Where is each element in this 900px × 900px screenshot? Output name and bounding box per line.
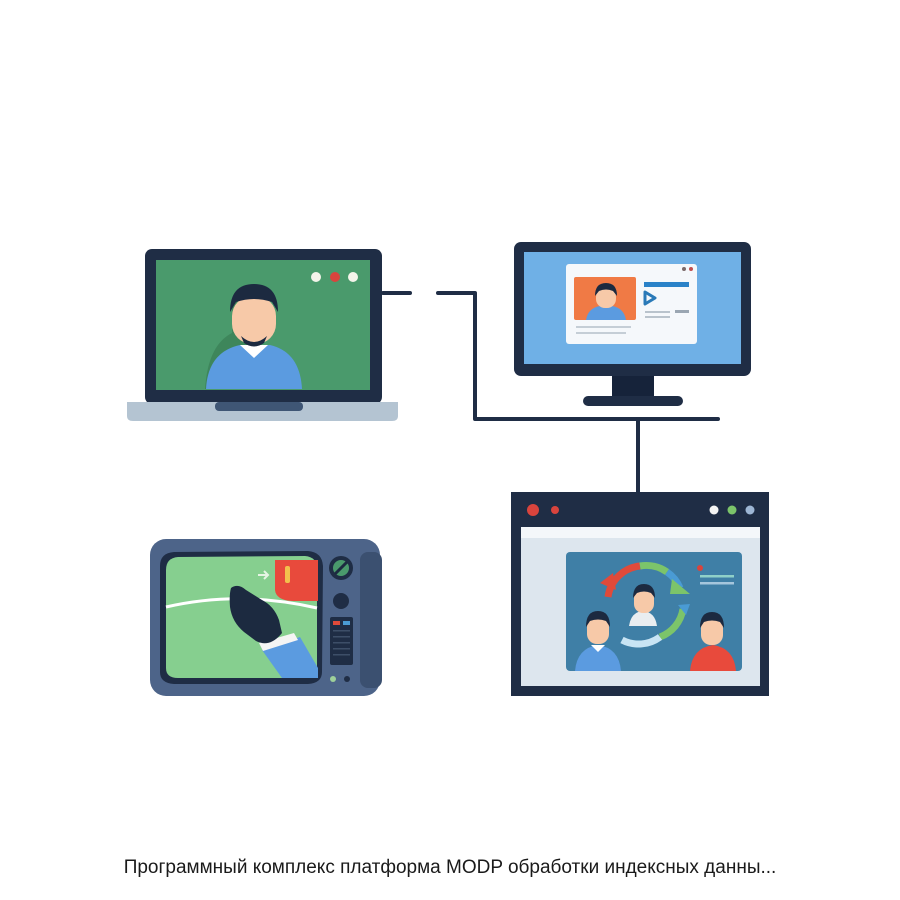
person-avatar-icon (206, 345, 302, 389)
dot-white-icon (348, 272, 358, 282)
diagram-caption: Программный комплекс платформа MODP обра… (123, 857, 777, 878)
person-avatar-icon (575, 645, 621, 671)
dot-red-icon (330, 272, 340, 282)
dot-blue-icon (745, 505, 755, 515)
person-avatar-icon (690, 645, 736, 671)
dot-red-icon (527, 504, 539, 516)
browser-window (511, 492, 769, 696)
laptop (127, 249, 398, 421)
desktop-monitor (514, 242, 751, 406)
hand-pointer-icon (229, 585, 282, 644)
play-icon (643, 290, 657, 306)
dot-green-icon (727, 505, 737, 515)
dot-red-icon (551, 506, 559, 514)
retro-tv (150, 539, 382, 696)
dot-white-icon (311, 272, 321, 282)
dot-white-icon (709, 505, 719, 515)
connector-lines (381, 291, 720, 497)
